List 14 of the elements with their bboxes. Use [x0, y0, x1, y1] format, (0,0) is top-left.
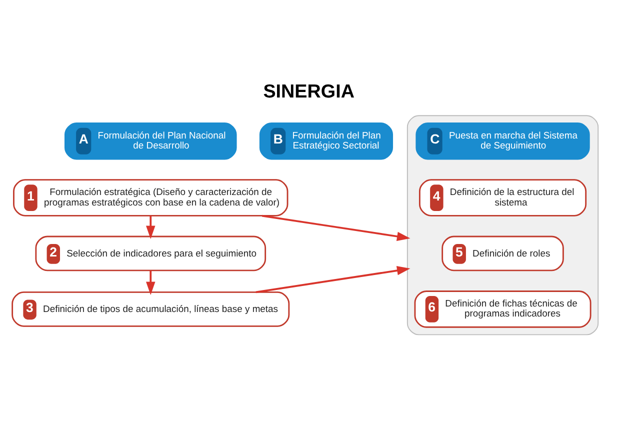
node-box: 3 Definición de tipos de acumulación, líneas base y metas	[12, 290, 290, 326]
node-box: 4 Definición de la estructura del sistema	[418, 178, 587, 216]
arrow	[146, 215, 156, 239]
node-box: C Puesta en marcha del Sistema de Seguimiento	[416, 122, 590, 160]
arrow	[146, 270, 156, 294]
node-box: 5 Definición de roles	[442, 235, 564, 271]
diagram-title: SINERGIA	[263, 81, 354, 102]
arrow	[256, 265, 410, 293]
arrow	[262, 214, 410, 240]
node-box: 6 Definición de fichas técnicas de programas indicadores	[414, 290, 592, 328]
cluster	[406, 114, 599, 335]
node-box: A Formulación del Plan Nacional de Desarrollo	[64, 122, 237, 160]
node-box: 1 Formulación estratégica (Diseño y caracterización de programas estratégicos con base en la cadena de valor)	[13, 178, 288, 216]
node-box: 2 Selección de indicadores para el seguimiento	[35, 235, 266, 271]
